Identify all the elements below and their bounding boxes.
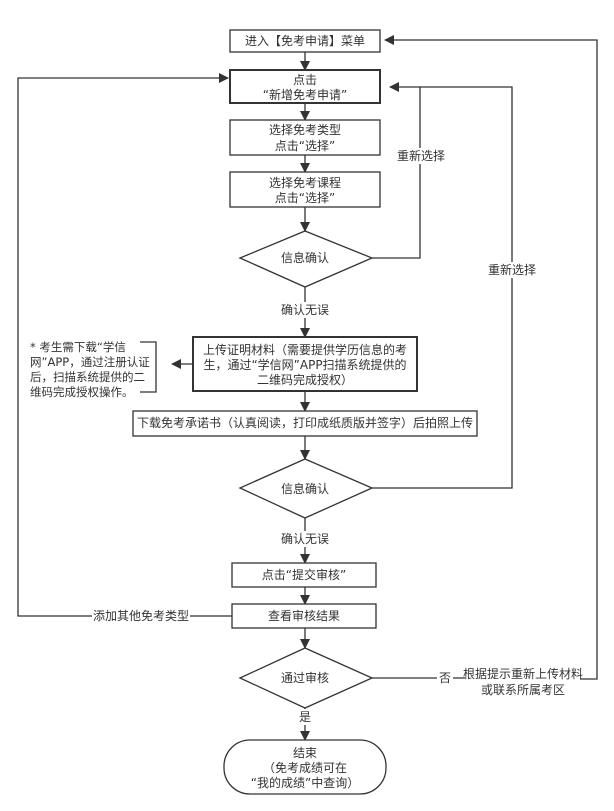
node-confirm-info-1: 信息确认 [238,230,374,288]
node-end-line1: 结束 [293,746,317,760]
node-submit-review: 点击“提交审核” [231,562,377,588]
label-confirmed-2: 确认无误 [281,532,329,546]
node-click-new-line1: 点击 [293,73,317,87]
node-pass-review-text: 通过审核 [281,670,329,685]
node-end: 结束 （免考成绩可在 “我的成绩”中查询） [223,739,387,795]
label-reupload-line2: 或联系所属考区 [481,683,565,697]
node-end-line3: “我的成绩”中查询） [251,775,359,790]
label-confirmed-1: 确认无误 [281,303,329,317]
note-line1: * 考生需下载“学信 [30,340,126,354]
label-reupload-line1: 根据提示重新上传材料 [463,666,583,681]
node-submit-text: 点击“提交审核” [262,567,346,582]
node-click-new-application: 点击 “新增免考申请” [229,69,381,104]
node-select-course-line1: 选择免考课程 [269,175,341,190]
node-download-pledge: 下载免考承诺书（认真阅读，打印成纸质版并签字）后拍照上传 [132,410,478,437]
node-view-result-text: 查看审核结果 [268,608,340,623]
node-enter-menu: 进入【免考申请】菜单 [229,29,381,53]
note-line3: 后，扫描系统提供的二 [30,370,145,384]
node-upload-line1: 上传证明材料（需要提供学历信息的考 [203,342,407,357]
node-select-course-line2: 点击“选择” [275,191,335,205]
node-select-course: 选择免考课程 点击“选择” [229,171,381,208]
node-select-type-line2: 点击“选择” [275,139,335,153]
edge-reupload-loop [384,35,598,680]
node-upload-line2: 生，通过“学信网”APP扫描系统提供的 [203,357,406,372]
node-confirm-info-2: 信息确认 [238,458,374,519]
note-line2: 网”APP，通过注册认证 [30,355,150,369]
node-select-type: 选择免考类型 点击“选择” [229,119,381,156]
label-yes: 是 [299,710,311,724]
node-pass-review: 通过审核 [238,647,374,709]
node-view-result: 查看审核结果 [231,603,377,629]
note-bracket [140,341,157,393]
node-click-new-line2: “新增免考申请” [263,87,347,102]
node-upload-line3: 二维码完成授权） [257,372,353,387]
node-confirm-info-1-text: 信息确认 [281,250,329,265]
edge-reselect-loop-2 [372,86,513,489]
label-add-other-type: 添加其他免考类型 [93,608,189,623]
node-end-line2: （免考成绩可在 [263,760,347,775]
node-upload-proof: 上传证明材料（需要提供学历信息的考 生，通过“学信网”APP扫描系统提供的 二维… [192,336,418,392]
label-reselect-1: 重新选择 [397,148,445,163]
label-no: 否 [439,671,451,685]
node-confirm-info-2-text: 信息确认 [281,481,329,496]
note-line4: 维码完成授权操作。 [30,385,134,399]
edge-reselect-loop-1 [372,82,421,259]
label-reselect-2: 重新选择 [488,262,536,277]
node-select-type-line1: 选择免考类型 [269,122,341,137]
note-xuexin: * 考生需下载“学信 网”APP，通过注册认证 后，扫描系统提供的二 维码完成授… [30,340,150,399]
node-download-text: 下载免考承诺书（认真阅读，打印成纸质版并签字）后拍照上传 [137,415,473,430]
node-enter-menu-text: 进入【免考申请】菜单 [245,33,365,48]
